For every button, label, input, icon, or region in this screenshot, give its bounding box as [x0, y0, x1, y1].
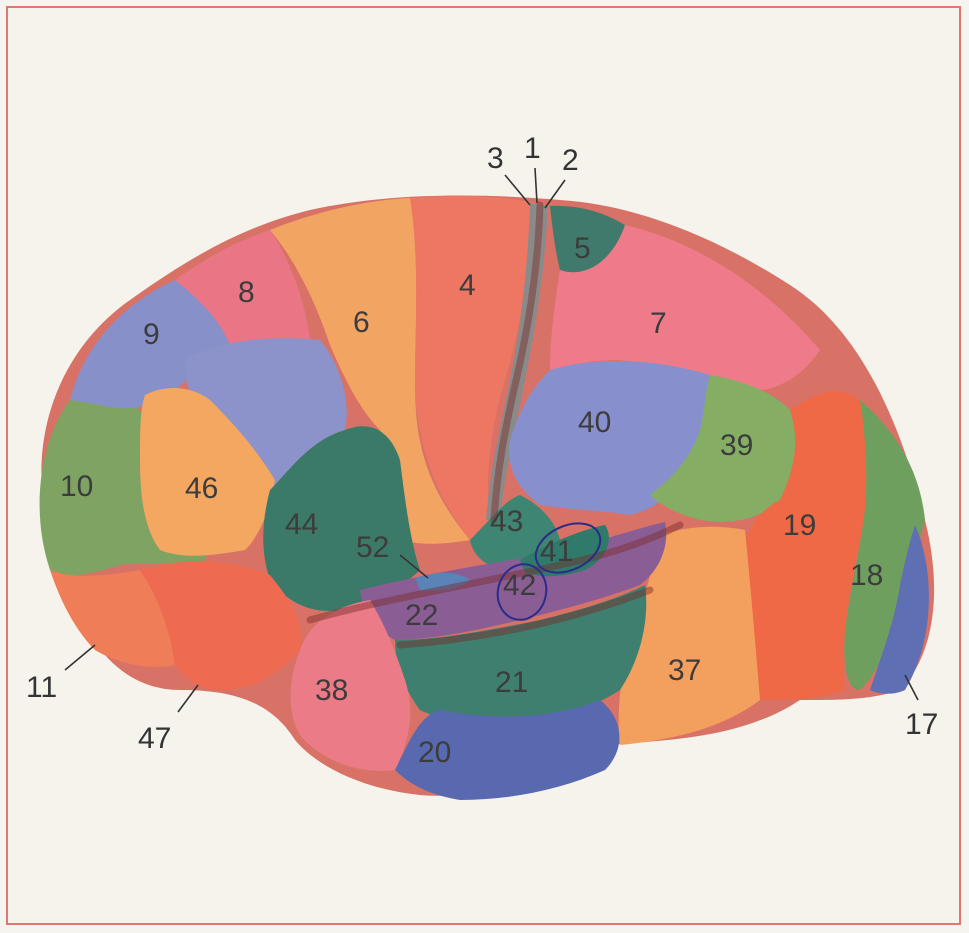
label-4: 4 — [459, 269, 476, 302]
label-37: 37 — [668, 654, 701, 687]
label-41: 41 — [540, 535, 573, 568]
label-21: 21 — [495, 666, 528, 699]
leader-11 — [65, 645, 95, 670]
label-44: 44 — [285, 508, 318, 541]
label-10: 10 — [60, 470, 93, 503]
leader-1 — [535, 168, 537, 203]
label-8: 8 — [238, 276, 255, 309]
label-5: 5 — [574, 232, 591, 265]
leader-17 — [905, 675, 918, 700]
label-6: 6 — [353, 306, 370, 339]
label-47: 47 — [138, 722, 171, 755]
label-20: 20 — [418, 736, 451, 769]
label-42: 42 — [503, 569, 536, 602]
label-7: 7 — [650, 307, 667, 340]
label-52: 52 — [356, 531, 389, 564]
label-9: 9 — [143, 318, 160, 351]
label-1: 1 — [524, 132, 541, 165]
label-11: 11 — [26, 671, 57, 704]
label-19: 19 — [783, 509, 816, 542]
label-2: 2 — [562, 144, 579, 177]
label-3: 3 — [487, 142, 504, 175]
label-46: 46 — [185, 472, 218, 505]
label-40: 40 — [578, 406, 611, 439]
label-38: 38 — [315, 674, 348, 707]
label-39: 39 — [720, 429, 753, 462]
label-18: 18 — [850, 559, 883, 592]
label-22: 22 — [405, 599, 438, 632]
label-43: 43 — [490, 505, 523, 538]
label-17: 17 — [905, 708, 938, 741]
